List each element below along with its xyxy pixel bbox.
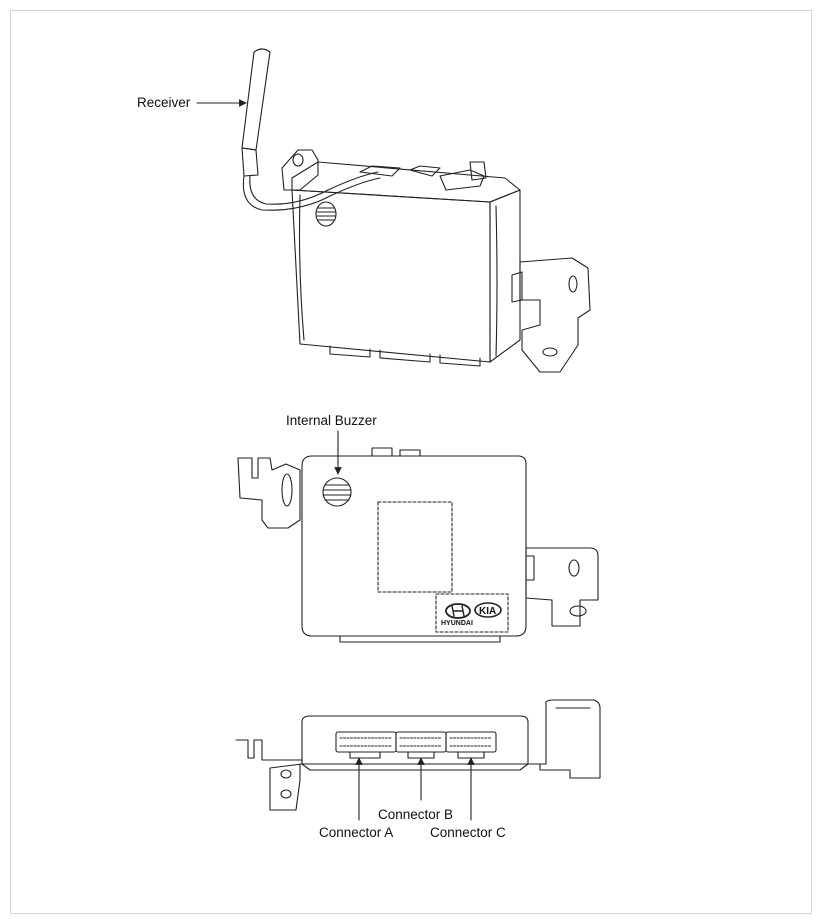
receiver-cable-2 <box>249 171 379 205</box>
side-clip <box>511 271 523 303</box>
side-clip-top <box>525 555 535 581</box>
hyundai-logo: HYUNDAI <box>441 603 473 627</box>
right-bracket-hole-upper <box>568 275 578 293</box>
right-bracket-side <box>527 699 601 779</box>
bottom-rib-2 <box>379 349 431 363</box>
buzzer-grille-iso <box>315 201 337 227</box>
cable-plug-head <box>469 161 487 181</box>
view-top-module: HYUNDAI KIA Internal Buzzer <box>237 413 599 643</box>
bottom-rib-3 <box>439 354 481 367</box>
module-edge-2 <box>495 205 498 357</box>
bottom-rib-top-view <box>339 635 501 643</box>
hyundai-logo-text: HYUNDAI <box>441 620 473 627</box>
view-connector-side: Connector B Connector A Connector C <box>235 699 601 840</box>
receiver-antenna <box>241 48 271 151</box>
right-bracket-top-hole-2 <box>569 605 587 617</box>
view-isometric-module: Receiver <box>137 48 591 373</box>
rear-bracket-hole <box>292 153 304 167</box>
top-connector-2 <box>409 165 441 177</box>
module-top-body <box>301 455 527 637</box>
top-connector-1 <box>359 165 401 177</box>
label-area <box>377 501 453 593</box>
label-connector-c: Connector C <box>430 825 506 840</box>
label-receiver: Receiver <box>137 95 191 110</box>
module-top-face <box>291 161 521 203</box>
bottom-rib-1 <box>329 345 371 358</box>
internal-buzzer-grille <box>322 477 352 507</box>
right-bracket-top <box>525 547 599 627</box>
module-edge <box>298 194 305 341</box>
right-bracket <box>519 257 591 373</box>
receiver-cable <box>242 175 381 211</box>
label-internal-buzzer: Internal Buzzer <box>286 413 377 428</box>
rear-bracket <box>281 149 319 191</box>
left-bracket-top <box>237 457 301 529</box>
connector-c-housing <box>445 731 497 759</box>
module-side-face <box>489 189 521 363</box>
right-bracket-top-hole <box>568 559 580 577</box>
connector-a-housing <box>335 731 397 759</box>
diagram-frame <box>10 10 812 914</box>
label-connector-b: Connector B <box>378 807 453 822</box>
receiver-base <box>241 147 259 177</box>
connector-b-housing <box>395 731 447 759</box>
logo-area <box>435 593 509 633</box>
left-bracket-slot <box>281 473 293 507</box>
top-bump-1 <box>371 447 393 457</box>
label-connector-a: Connector A <box>319 825 393 840</box>
module-side-base <box>301 763 529 771</box>
left-bracket-side-hole <box>280 789 292 799</box>
right-bracket-hole-lower <box>542 347 558 357</box>
left-bracket-side-hole-2 <box>280 769 292 779</box>
cable-plug <box>439 169 485 191</box>
kia-logo: KIA <box>474 602 502 618</box>
kia-logo-text: KIA <box>479 606 496 617</box>
module-side-body <box>301 715 529 765</box>
left-bracket-side <box>235 739 303 811</box>
top-bump-2 <box>399 449 421 457</box>
